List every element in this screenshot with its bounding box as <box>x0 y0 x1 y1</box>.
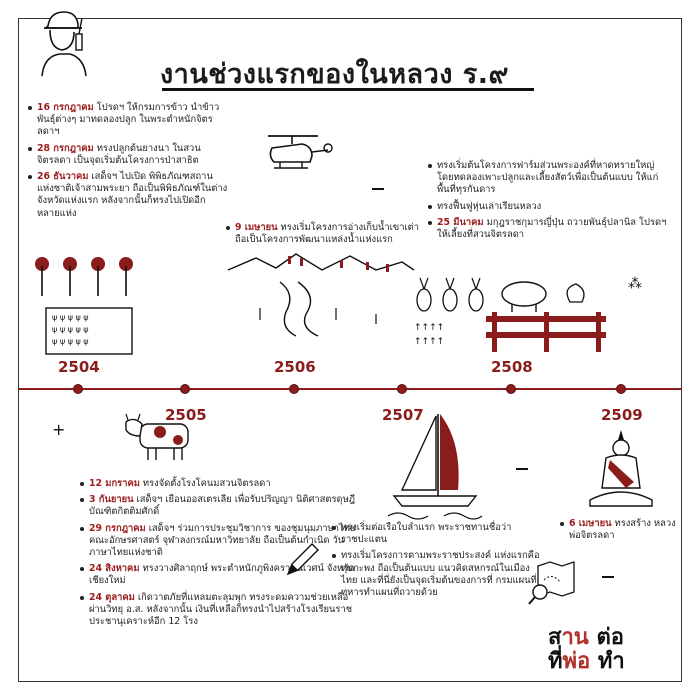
dash-mark <box>516 468 528 470</box>
year-2506: 2506 <box>274 358 316 376</box>
year-2507: 2507 <box>382 406 424 424</box>
timeline-line <box>18 388 682 390</box>
list-item: ทรงเริ่มโครงการตามพระราชประสงค์ แห่งแรกค… <box>332 550 542 599</box>
dash-mark <box>372 188 384 190</box>
map-magnifier-icon <box>528 561 575 605</box>
list-item: 9 เมษายน ทรงเริ่มโครงการอ่างเก็บน้ำเขาเต… <box>226 222 426 246</box>
list-item: ทรงฟื้นฟูหุ่นเล่าเรียนหลวง <box>428 201 668 213</box>
page-title: งานช่วงแรกของในหลวง ร.๙ <box>160 59 509 90</box>
year-2509: 2509 <box>601 406 643 424</box>
content-frame <box>18 18 682 682</box>
mountains-reservoir-icon <box>227 253 415 337</box>
year-2504: 2504 <box>58 358 100 376</box>
dash-mark <box>602 576 614 578</box>
brand-logo: สาน ต่อ ที่พ่อ ทำ <box>548 625 625 674</box>
list-item: 24 สิงหาคม ทรงวางศิลาฤกษ์ พระตำหนักภูพิง… <box>80 563 360 587</box>
year-2505: 2505 <box>165 406 207 424</box>
pineapple-pig-chicken-fence-icon: ↑↑↑↑ ↑↑↑↑ <box>414 277 606 352</box>
timeline-dot-2507 <box>397 384 407 394</box>
plus-mark: + <box>52 420 66 439</box>
list-item: 29 กรกฎาคม เสด็จฯ ร่วมการประชุมวิชาการ ข… <box>80 523 360 560</box>
list-item: 3 กันยายน เสด็จฯ เยือนออสเตรเลีย เพื่อรั… <box>80 494 360 518</box>
list-item: 26 ธันวาคม เสด็จฯ ไปเปิด พิพิธภัณฑสถานแห… <box>28 171 228 220</box>
timeline-dot-2509 <box>616 384 626 394</box>
timeline-dot-2508 <box>506 384 516 394</box>
buddha-statue-icon <box>589 430 653 507</box>
pencil-icon <box>286 543 319 576</box>
list-item: ทรงเริ่มต้นโครงการฟาร์มส่วนพระองค์ที่หาด… <box>428 160 668 197</box>
list-item: 25 มีนาคม มกุฎราชกุมารญี่ปุ่น ถวายพันธุ์… <box>428 217 668 241</box>
title-underline <box>162 88 534 91</box>
events-2505: 12 มกราคม ทรงจัดตั้งโรงโคนมสวนจิตรลดา 3 … <box>80 478 360 632</box>
svg-text:↑↑↑↑: ↑↑↑↑ <box>414 323 444 333</box>
events-2507: ทรงเริ่มต่อเรือใบลำแรก พระราชทานชื่อว่า … <box>332 522 542 603</box>
timeline-dot-2505 <box>180 384 190 394</box>
events-2506: 9 เมษายน ทรงเริ่มโครงการอ่างเก็บน้ำเขาเต… <box>226 222 426 250</box>
list-item: 24 ตุลาคม เกิดวาตภัยที่แหลมตะลุมพุก ทรงร… <box>80 592 360 629</box>
timeline-dot-2504 <box>73 384 83 394</box>
list-item: ทรงเริ่มต่อเรือใบลำแรก พระราชทานชื่อว่า … <box>332 522 542 546</box>
cow-icon <box>125 413 189 460</box>
sailboat-icon <box>388 414 483 520</box>
svg-text:ψ ψ ψ ψ ψ: ψ ψ ψ ψ ψ <box>52 313 89 322</box>
year-2508: 2508 <box>491 358 533 376</box>
events-2508: ทรงเริ่มต้นโครงการฟาร์มส่วนพระองค์ที่หาด… <box>428 160 668 245</box>
reporter-icon <box>41 11 87 76</box>
list-item: 28 กรกฎาคม ทรงปลูกต้นยางนา ในสวนจิตรลดา … <box>28 143 228 167</box>
events-2504: 16 กรกฎาคม โปรดฯ ให้กรมการข้าว นำข้าวพัน… <box>28 102 228 224</box>
list-item: 6 เมษายน ทรงสร้าง หลวงพ่อจิตรลดา <box>560 518 680 542</box>
trees-rice-field-icon: ψ ψ ψ ψ ψ ψ ψ ψ ψ ψ ψ ψ ψ ψ ψ <box>35 257 133 355</box>
timeline-dot-2506 <box>289 384 299 394</box>
sparkle-mark: ⁂ <box>628 276 642 292</box>
svg-text:↑↑↑↑: ↑↑↑↑ <box>414 337 444 347</box>
list-item: 16 กรกฎาคม โปรดฯ ให้กรมการข้าว นำข้าวพัน… <box>28 102 228 139</box>
helicopter-icon <box>268 135 333 169</box>
svg-text:ψ ψ ψ ψ ψ: ψ ψ ψ ψ ψ <box>52 337 89 346</box>
list-item: 12 มกราคม ทรงจัดตั้งโรงโคนมสวนจิตรลดา <box>80 478 360 490</box>
svg-text:ψ ψ ψ ψ ψ: ψ ψ ψ ψ ψ <box>52 325 89 334</box>
events-2509: 6 เมษายน ทรงสร้าง หลวงพ่อจิตรลดา <box>560 518 680 546</box>
